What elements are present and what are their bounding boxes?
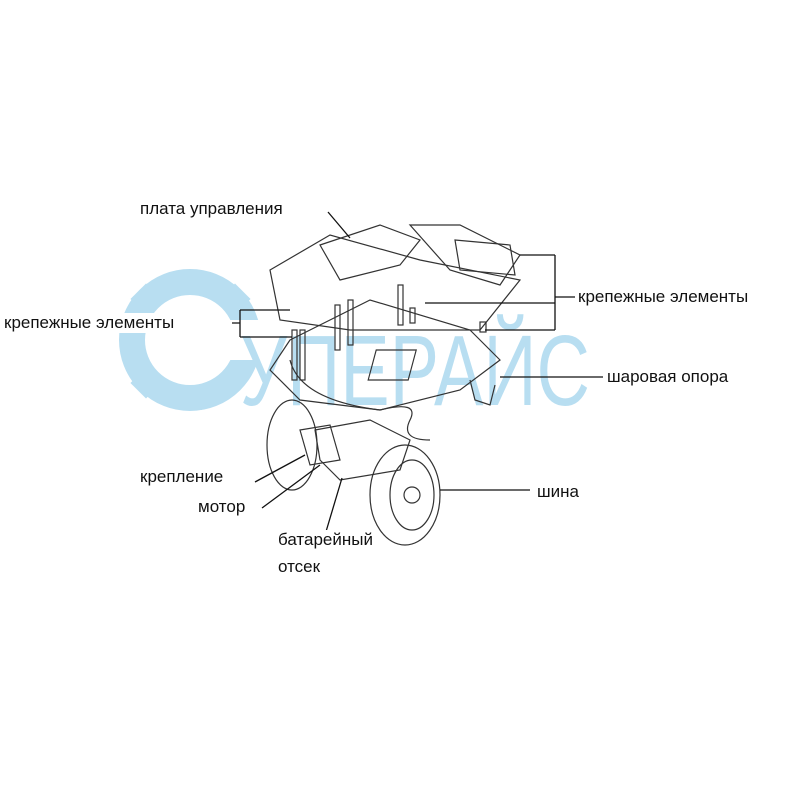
battery-box [314, 419, 411, 481]
control-board [319, 224, 421, 281]
label-fasteners-left: крепежные элементы [4, 313, 175, 333]
wire [289, 359, 431, 441]
label-tire: шина [537, 482, 579, 502]
label-fasteners-right: крепежные элементы [578, 287, 749, 307]
standoff [299, 329, 306, 381]
board-module [454, 239, 516, 276]
label-ball-caster: шаровая опора [607, 367, 729, 387]
ball-caster-bracket [469, 379, 496, 406]
left-wheel [266, 399, 318, 491]
standoff [409, 307, 416, 324]
label-control-board: плата управления [140, 199, 283, 219]
top-plate [269, 234, 522, 331]
standoff [347, 299, 354, 346]
label-mount: крепление [140, 467, 224, 487]
chassis [266, 224, 522, 546]
right-wheel [369, 444, 441, 546]
standoff [334, 304, 341, 351]
label-motor: мотор [198, 497, 246, 517]
leader-lines [232, 211, 603, 536]
ball-caster [367, 349, 417, 381]
wheel-rim [389, 459, 435, 531]
label-battery-line2: отсек [278, 557, 321, 577]
motor [299, 424, 341, 466]
label-battery-line1: батарейный [278, 530, 373, 550]
standoff [397, 284, 404, 326]
watermark-logo: УПЕРАЙС [119, 269, 590, 427]
wheel-hub [403, 486, 421, 504]
gear-icon [119, 269, 265, 411]
watermark-text: УПЕРАЙС [240, 314, 590, 427]
standoff [291, 329, 298, 381]
board-module [408, 224, 521, 286]
standoff [479, 321, 487, 333]
